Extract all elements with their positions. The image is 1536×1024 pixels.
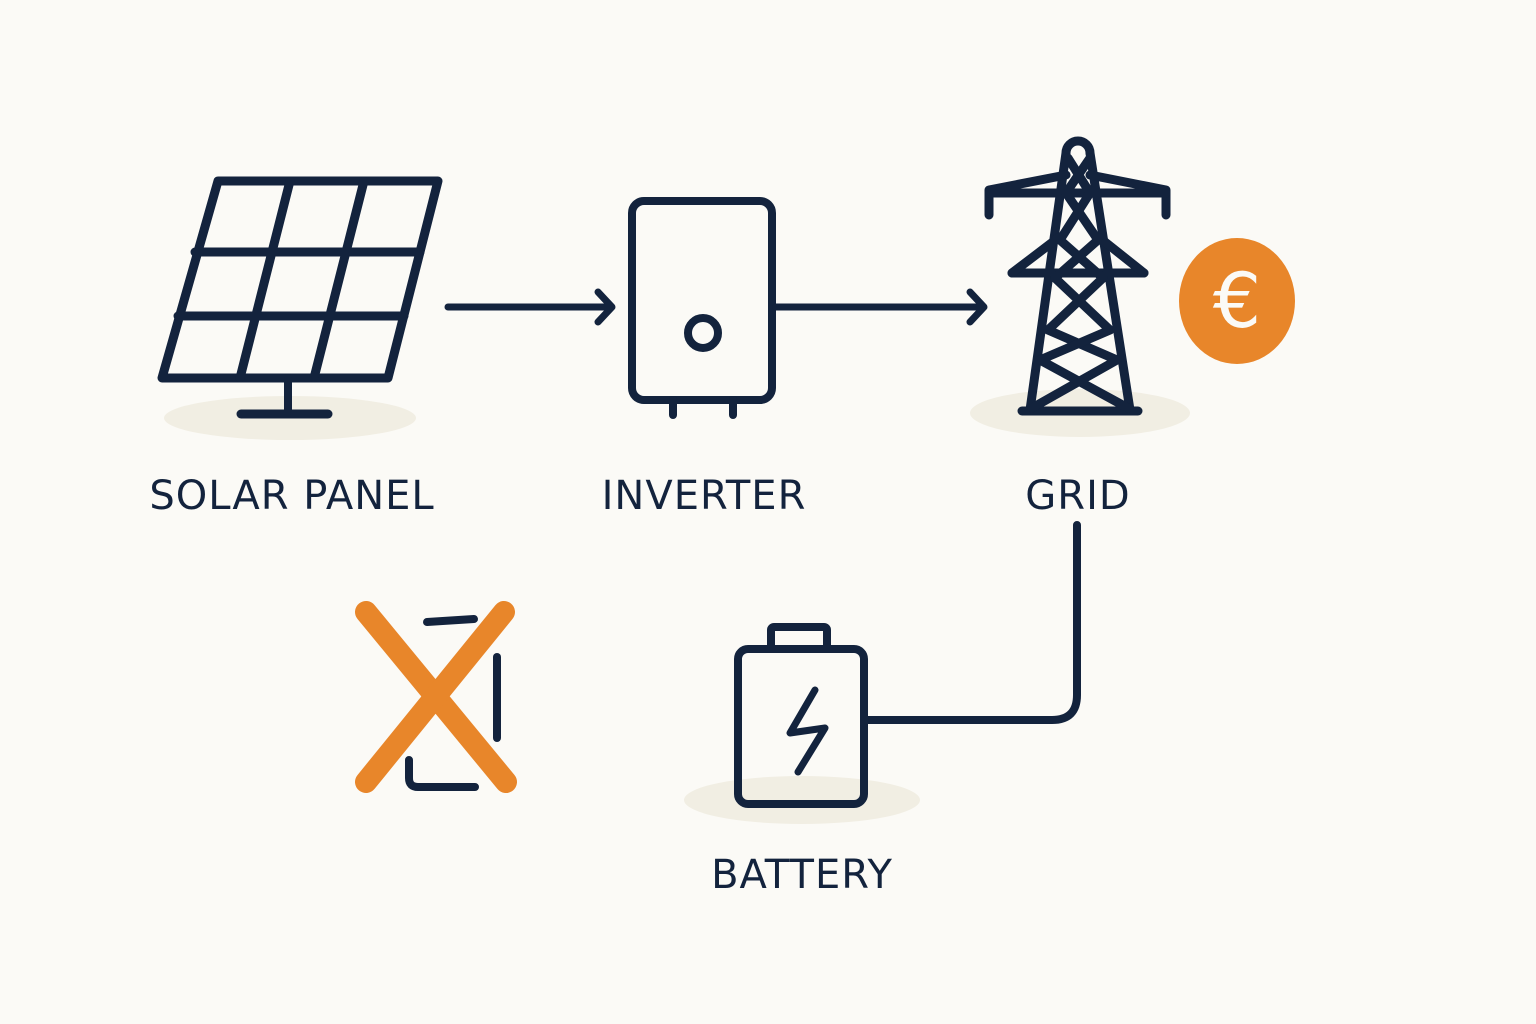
battery-icon — [684, 623, 920, 824]
solar-panel-icon — [157, 176, 443, 440]
battery-label: BATTERY — [711, 852, 893, 898]
inverter-label: INVERTER — [602, 473, 807, 519]
arrow-inverter-to-grid — [772, 288, 988, 326]
solar-panel-label: SOLAR PANEL — [149, 473, 434, 519]
power-pylon-icon — [970, 136, 1190, 437]
grid-label: GRID — [1025, 473, 1130, 519]
euro-coin-icon: € — [1179, 238, 1295, 364]
crossed-out-phone-icon — [355, 601, 517, 793]
line-grid-to-battery — [862, 521, 1081, 724]
inverter-icon — [628, 197, 776, 419]
euro-symbol: € — [1213, 256, 1261, 345]
arrow-solar-to-inverter — [444, 288, 616, 326]
